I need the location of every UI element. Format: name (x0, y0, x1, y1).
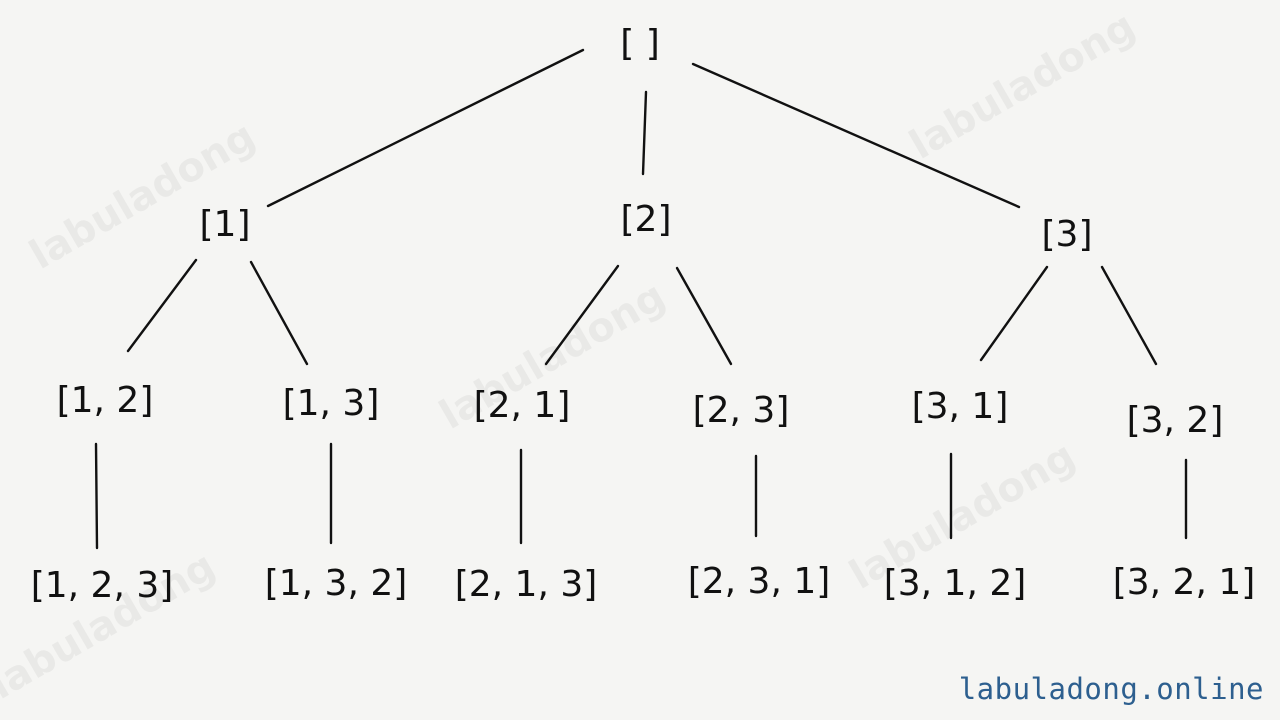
tree-edges (94, 48, 1188, 550)
edge-2-23 (675, 266, 733, 366)
edge-root-3 (691, 62, 1021, 209)
watermark-text: labuladong (902, 3, 1143, 169)
node-2-1: [2, 1] (474, 385, 571, 426)
edge-12-123 (94, 442, 99, 550)
node-3-2-1: [3, 2, 1] (1113, 562, 1256, 603)
edge-2-21 (544, 264, 620, 366)
node-1-2-3: [1, 2, 3] (31, 565, 174, 606)
site-label: labuladong.online (958, 672, 1264, 706)
node-3: [3] (1042, 214, 1093, 255)
node-2: [2] (621, 199, 672, 240)
edge-3-31 (979, 265, 1049, 362)
edge-3-32 (1100, 265, 1158, 366)
node-2-3: [2, 3] (693, 390, 790, 431)
node-3-1-2: [3, 1, 2] (884, 563, 1027, 604)
node-2-3-1: [2, 3, 1] (688, 561, 831, 602)
node-1-2: [1, 2] (57, 380, 154, 421)
node-2-1-3: [2, 1, 3] (455, 564, 598, 605)
node-3-2: [3, 2] (1127, 400, 1224, 441)
node-1: [1] (200, 204, 251, 245)
edge-1-13 (249, 260, 309, 366)
edge-root-1 (266, 48, 585, 208)
node-3-1: [3, 1] (912, 386, 1009, 427)
node-root: [ ] (620, 23, 660, 64)
edge-root-2 (641, 90, 648, 176)
watermark-text: labuladong (22, 113, 263, 279)
node-1-3-2: [1, 3, 2] (265, 563, 408, 604)
tree-nodes: [ ] [1] [2] [3] [1, 2] [1, 3] [2, 1] [2,… (31, 23, 1256, 606)
edge-1-12 (126, 258, 198, 353)
node-1-3: [1, 3] (283, 383, 380, 424)
